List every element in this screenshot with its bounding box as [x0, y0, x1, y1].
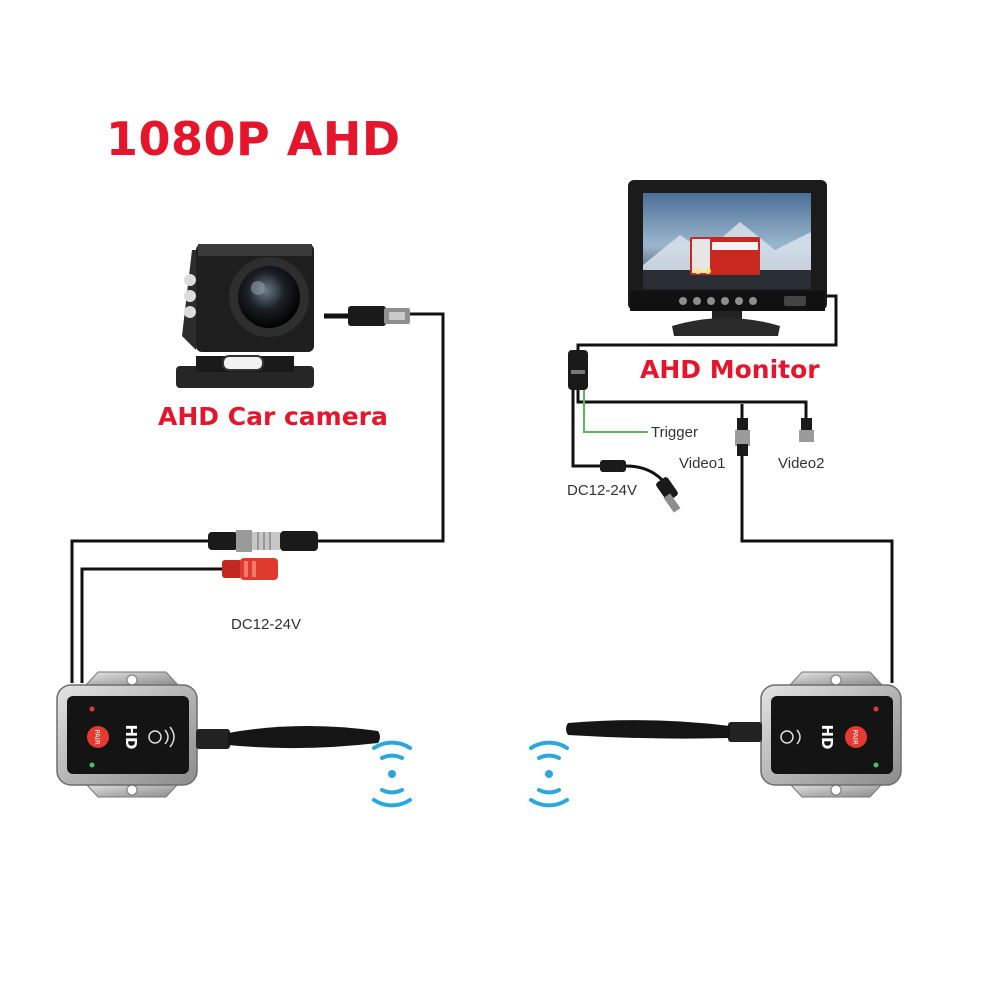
receiver-antenna	[566, 720, 762, 742]
video1-connector	[735, 418, 750, 456]
wifi-signal-icon-left	[372, 740, 412, 808]
ahd-car-camera	[176, 244, 314, 388]
camera-video-cable	[70, 312, 445, 683]
video2-label: Video2	[778, 455, 825, 472]
video1-label: Video1	[679, 455, 726, 472]
diagram-title: 1080P AHD	[106, 112, 401, 166]
receiver-pair-text: PAIR	[851, 729, 859, 745]
monitor-main-connector	[568, 350, 588, 390]
camera-power-cable	[80, 567, 222, 683]
camera-label: AHD Car camera	[158, 402, 388, 431]
monitor-cable	[571, 294, 838, 468]
aviation-connector	[208, 530, 318, 552]
receiver-unit: HD PAIR	[760, 671, 902, 798]
transmitter-pair-text: PAIR	[93, 729, 101, 745]
camera-plug	[348, 306, 410, 326]
trigger-wire	[583, 390, 648, 433]
video2-connector	[799, 418, 814, 442]
wifi-signal-icon-right	[529, 740, 569, 808]
transmitter-antenna	[196, 725, 380, 749]
camera-power-label: DC12-24V	[231, 616, 302, 633]
red-dc-plug	[222, 558, 278, 580]
transmitter-unit: PAIR HD	[56, 671, 198, 798]
trigger-label: Trigger	[651, 424, 698, 441]
ahd-monitor	[628, 180, 827, 336]
monitor-video-cable	[740, 455, 894, 683]
monitor-power-label: DC12-24V	[567, 482, 638, 499]
cigarette-plug	[600, 460, 681, 513]
monitor-label: AHD Monitor	[640, 355, 820, 384]
transmitter-hd-text: HD	[122, 724, 140, 749]
receiver-hd-text: HD	[818, 724, 836, 749]
